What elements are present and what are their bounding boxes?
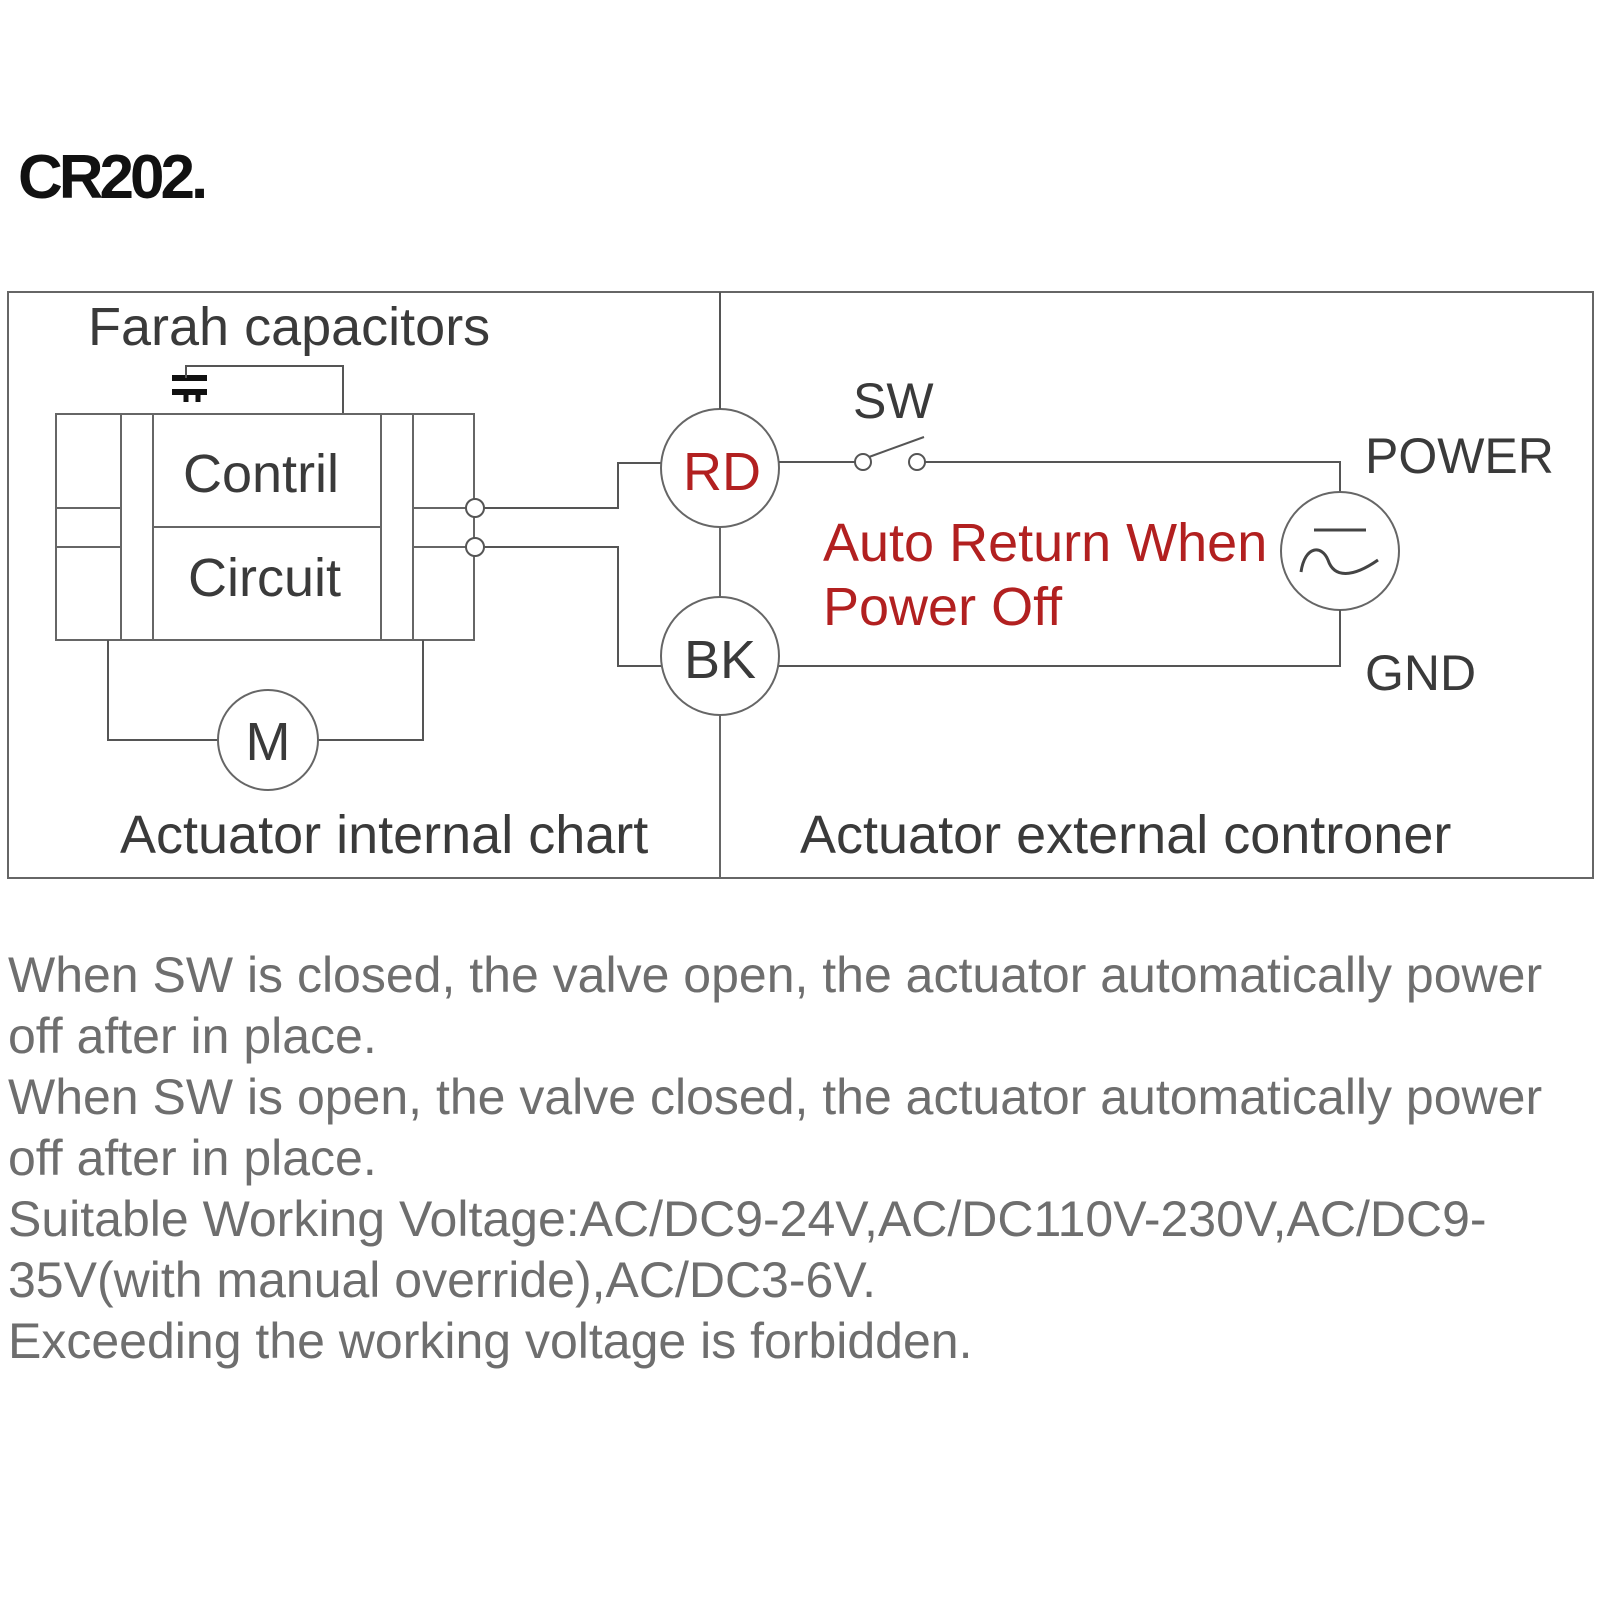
gnd-label: GND [1365, 645, 1476, 701]
internal-chart-caption: Actuator internal chart [120, 805, 648, 865]
auto-return-note-line1: Auto Return When [823, 513, 1267, 573]
power-wire-right [925, 461, 1341, 495]
diagram-frame [7, 291, 1594, 879]
description-line: Exceeding the working voltage is forbidd… [8, 1313, 973, 1369]
terminal-bottom [465, 537, 485, 557]
motor-icon [217, 689, 319, 791]
motor-label: M [246, 712, 291, 772]
ac-source-icon [1280, 491, 1400, 611]
bk-wire [484, 546, 662, 667]
rd-wire [484, 462, 662, 509]
switch-icon [854, 436, 926, 471]
gnd-wire [779, 610, 1341, 667]
auto-return-note-line2: Power Off [823, 577, 1063, 637]
description-line: Suitable Working Voltage:AC/DC9-24V,AC/D… [8, 1191, 1487, 1308]
wiring-diagram: CR202. Farah capacitors Contril Circuit … [7, 143, 1594, 879]
capacitor-icon [172, 375, 207, 402]
motor-wire-right [318, 640, 424, 741]
ac-wave-icon [1299, 528, 1379, 575]
capacitor-wire [185, 365, 344, 414]
power-label: POWER [1365, 428, 1554, 484]
description-line: When SW is closed, the valve open, the a… [8, 947, 1543, 1064]
capacitor-label: Farah capacitors [88, 297, 490, 357]
description-line: When SW is open, the valve closed, the a… [8, 1069, 1543, 1186]
control-circuit-label-bottom: Circuit [188, 548, 341, 608]
description-block: When SW is closed, the valve open, the a… [8, 945, 1598, 1372]
bk-terminal [660, 596, 780, 716]
terminal-top [465, 498, 485, 518]
model-title: CR202. [18, 143, 204, 212]
switch-label: SW [853, 373, 934, 429]
bk-terminal-label: BK [684, 630, 756, 690]
control-circuit-label-top: Contril [183, 444, 339, 504]
external-controller-caption: Actuator external controner [800, 805, 1451, 865]
motor-wire-left [107, 640, 218, 741]
rd-terminal-label: RD [683, 442, 761, 502]
actuator-body [55, 413, 475, 641]
